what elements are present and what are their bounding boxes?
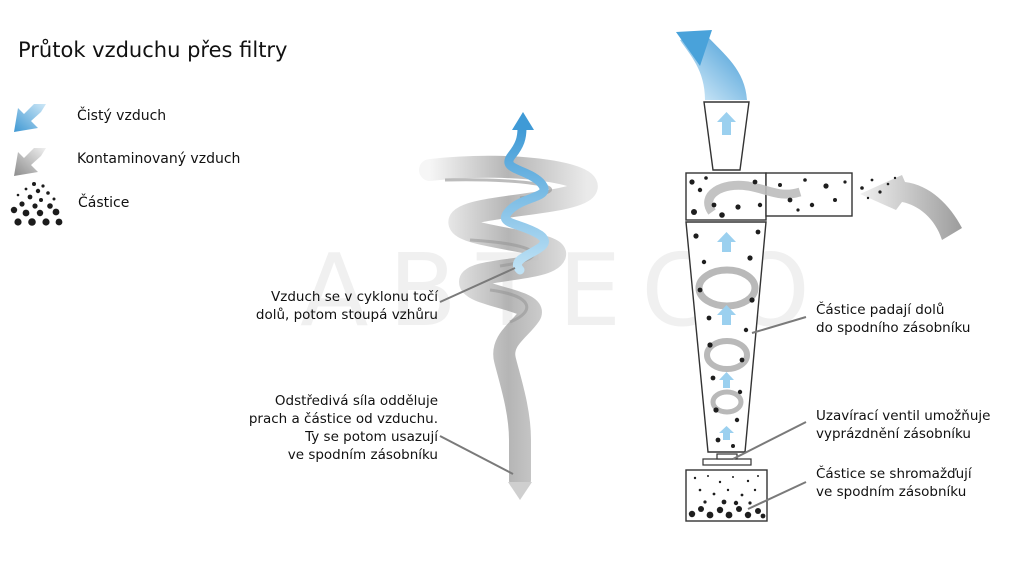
valve-callout: Uzavírací ventil umožňuje vyprázdnění zá…	[816, 407, 990, 443]
centrifugal-callout-line-2: prach a částice od vzduchu.	[248, 411, 438, 427]
clean-air-arrow-icon	[10, 100, 50, 136]
legend-particles-label: Částice	[78, 195, 130, 211]
particles-icon	[10, 180, 64, 230]
valve-callout-line-1: Uzavírací ventil umožňuje	[816, 408, 991, 424]
page-title: Průtok vzduchu přes filtry	[18, 38, 288, 62]
leader-lines	[439, 267, 807, 510]
fall-callout-line-2: do spodního zásobníku	[816, 320, 971, 336]
fall-callout: Částice padají dolů do spodního zásobník…	[816, 301, 970, 337]
swirl-callout-line-1: Vzduch se v cyklonu točí	[271, 289, 438, 305]
cyclone-separator	[676, 30, 962, 522]
centrifugal-callout-line-4: ve spodním zásobníku	[287, 447, 438, 463]
swirl-callout: Vzduch se v cyklonu točí dolů, potom sto…	[256, 288, 438, 324]
centrifugal-callout-line-3: Ty se potom usazují	[305, 429, 438, 445]
swirl-callout-line-2: dolů, potom stoupá vzhůru	[255, 307, 438, 323]
fall-callout-line-1: Částice padají dolů	[816, 302, 945, 318]
contaminated-air-arrow-icon	[10, 144, 50, 180]
collect-callout-line-1: Částice se shromažďují	[816, 466, 972, 482]
collect-callout-line-2: ve spodním zásobníku	[816, 484, 967, 500]
valve-callout-line-2: vyprázdnění zásobníku	[816, 426, 971, 442]
spiral-airflow	[419, 112, 598, 500]
centrifugal-callout-line-1: Odstředivá síla odděluje	[274, 393, 438, 409]
collect-callout: Částice se shromažďují ve spodním zásobn…	[816, 465, 972, 501]
centrifugal-callout: Odstředivá síla odděluje prach a částice…	[249, 392, 438, 464]
legend-contaminated-air-label: Kontaminovaný vzduch	[77, 151, 241, 167]
legend-clean-air-label: Čistý vzduch	[77, 108, 167, 124]
